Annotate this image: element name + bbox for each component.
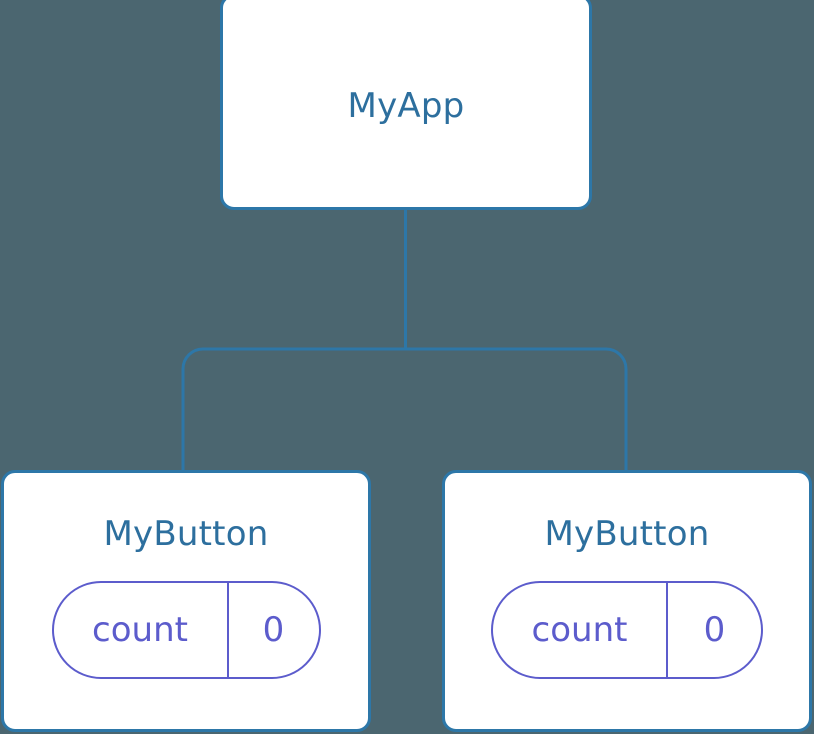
connector-to-right-child <box>405 347 628 472</box>
connector-to-left-child <box>181 347 406 472</box>
component-card-myapp[interactable]: MyApp <box>220 0 592 210</box>
component-name-label: MyButton <box>544 514 710 554</box>
component-card-mybutton-right[interactable]: MyButton count 0 <box>442 470 812 732</box>
state-value-label: 0 <box>666 583 761 677</box>
component-card-mybutton-left[interactable]: MyButton count 0 <box>1 470 371 732</box>
state-key-label: count <box>92 610 188 650</box>
state-pill[interactable]: count 0 <box>491 581 763 679</box>
state-key-label: count <box>531 610 628 650</box>
state-value-label: 0 <box>226 583 319 677</box>
component-name-label: MyApp <box>347 86 465 126</box>
component-name-label: MyButton <box>103 514 269 554</box>
state-pill[interactable]: count 0 <box>51 581 321 679</box>
